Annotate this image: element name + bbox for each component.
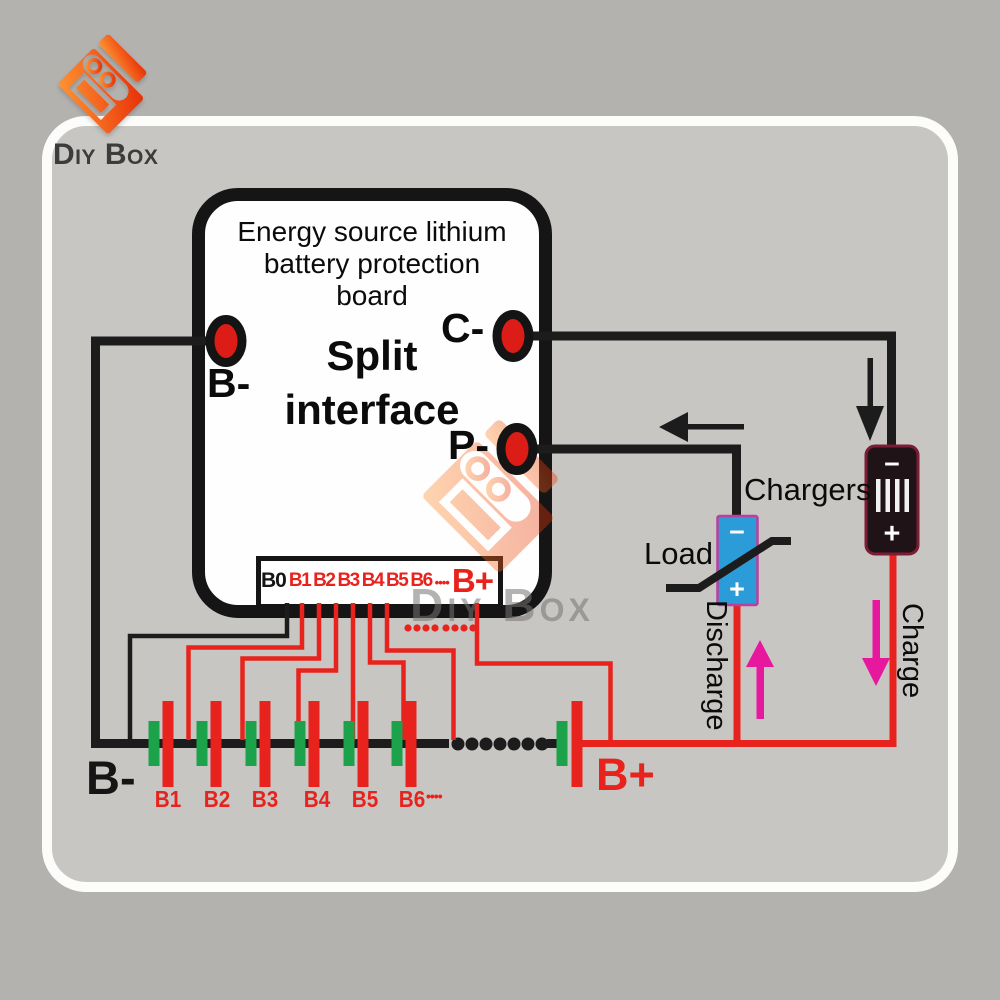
pin-b4: B4 [361,569,385,591]
terminal-bminus-label: B- [207,360,251,406]
cell-label-b3: B3 [251,786,279,812]
board-title: Energy source lithium battery protection… [202,216,542,312]
load-minus-sign: − [729,517,745,547]
cell-ellipsis: •••• [426,788,443,804]
cell-label-b2: B2 [203,786,231,812]
hidden-balance-dots [404,624,477,632]
wire-bminus-to-battery [91,336,449,748]
load-output-arrow [659,412,744,442]
pin-b3: B3 [337,569,360,591]
charger-plus-sign: + [883,518,901,550]
pin-b0: B0 [261,568,287,592]
charger-minus-sign: − [884,449,900,479]
battery-cells [148,701,583,787]
balance-wires [186,603,613,741]
cell-negative-plates [148,721,568,766]
wire-pminus-to-load [517,444,741,520]
pin-b5: B5 [386,569,409,591]
board-subtitle-line2: interface [284,386,460,433]
diybox-logo-icon [52,28,164,140]
charger-component [864,444,920,556]
wire-b0-balance [127,603,290,743]
terminal-cminus [492,310,534,362]
cell-label-b6: B6 [398,786,426,812]
board-title-line3: board [336,280,408,311]
board-subtitle-line1: Split [326,332,418,379]
cell-label-b4: B4 [303,786,331,812]
charger-input-arrow [856,358,884,441]
chargers-label: Chargers [744,472,872,507]
pin-ellipsis: •••• [434,575,450,590]
wire-cminus-to-charger [513,331,896,450]
load-switch-lever [666,537,791,592]
cell-positive-plates [162,701,583,787]
pin-b1: B1 [288,569,312,591]
connector-pin-row: B0 B1 B2 B3 B4 B5 B6 •••• B+ [261,559,498,602]
pin-bplus: B+ [451,561,494,599]
battery-series-dots [451,737,549,751]
load-plus-sign: + [729,574,745,604]
battery-positive-label: B+ [596,749,655,800]
cell-label-b5: B5 [351,786,379,812]
load-label: Load [644,536,713,571]
charger-grille-icon [876,479,909,512]
board-title-line2: battery protection [263,248,481,279]
terminal-cminus-label: C- [441,305,485,351]
terminal-pminus [496,423,538,475]
charge-label: Charge [896,603,928,699]
board-title-line1: Energy source lithium [237,216,507,247]
board-terminals [205,310,538,475]
cell-label-b1: B1 [154,786,182,812]
discharge-direction-arrow [746,640,774,719]
brand-name: Diy Box [53,138,159,171]
pin-b2: B2 [313,569,336,591]
terminal-bminus [205,315,247,367]
charge-direction-arrow [862,600,890,686]
diybox-watermark-text: Diy Box [410,579,594,631]
pin-b6: B6 [410,569,433,591]
battery-negative-label: B- [86,751,136,804]
discharge-label: Discharge [700,600,732,731]
balance-connector-strip [256,556,503,609]
terminal-pminus-label: P- [448,422,489,468]
